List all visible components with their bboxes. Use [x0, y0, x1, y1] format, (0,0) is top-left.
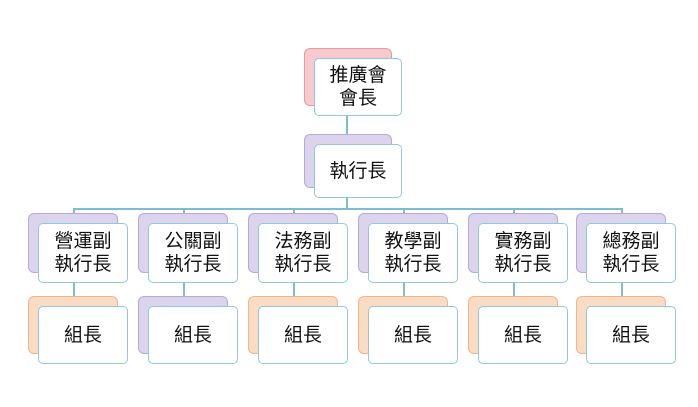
connector-bus [73, 208, 623, 210]
group-leader-box-4: 組長 [478, 306, 568, 364]
vice-executive-node-5: 總務副 執行長 [576, 213, 677, 283]
vice-executive-node-4: 實務副 執行長 [468, 213, 569, 283]
group-leader-node-5: 組長 [576, 296, 677, 364]
vice-executive-label-2: 法務副 執行長 [274, 230, 332, 275]
group-leader-box-3: 組長 [368, 306, 458, 364]
vice-executive-label-3: 教學副 執行長 [384, 230, 442, 275]
group-leader-box-1: 組長 [148, 306, 238, 364]
connector-vp-leader-1 [183, 280, 185, 308]
vice-executive-node-2: 法務副 執行長 [248, 213, 349, 283]
vice-executive-label-5: 總務副 執行長 [602, 230, 660, 275]
connector-vp-leader-5 [621, 280, 623, 308]
root-node-box: 推廣會 會長 [314, 58, 402, 116]
group-leader-node-2: 組長 [248, 296, 349, 364]
executive-node-label: 執行長 [329, 159, 387, 182]
group-leader-box-0: 組長 [38, 306, 128, 364]
vice-executive-label-0: 營運副 執行長 [54, 230, 112, 275]
vice-executive-node-3: 教學副 執行長 [358, 213, 459, 283]
connector-vp-leader-0 [73, 280, 75, 308]
connector-vp-leader-2 [293, 280, 295, 308]
vice-executive-label-1: 公關副 執行長 [164, 230, 222, 275]
vice-executive-box-4: 實務副 執行長 [478, 223, 568, 283]
group-leader-box-5: 組長 [586, 306, 676, 364]
group-leader-label-3: 組長 [393, 323, 432, 346]
vice-executive-label-4: 實務副 執行長 [494, 230, 552, 275]
connector-exec-bus [346, 196, 348, 210]
group-leader-label-5: 組長 [611, 323, 650, 346]
root-node-label: 推廣會 會長 [329, 64, 387, 109]
vice-executive-node-0: 營運副 執行長 [28, 213, 129, 283]
group-leader-label-2: 組長 [283, 323, 322, 346]
vice-executive-node-1: 公關副 執行長 [138, 213, 239, 283]
group-leader-node-1: 組長 [138, 296, 239, 364]
group-leader-label-4: 組長 [503, 323, 542, 346]
group-leader-node-4: 組長 [468, 296, 569, 364]
vice-executive-box-0: 營運副 執行長 [38, 223, 128, 283]
group-leader-node-3: 組長 [358, 296, 459, 364]
executive-node-box: 執行長 [314, 144, 402, 198]
connector-vp-leader-4 [513, 280, 515, 308]
vice-executive-box-5: 總務副 執行長 [586, 223, 676, 283]
group-leader-label-1: 組長 [173, 323, 212, 346]
executive-node: 執行長 [304, 134, 404, 198]
group-leader-box-2: 組長 [258, 306, 348, 364]
connector-root-exec [346, 115, 348, 135]
vice-executive-box-3: 教學副 執行長 [368, 223, 458, 283]
root-node: 推廣會 會長 [304, 48, 404, 116]
connector-vp-leader-3 [403, 280, 405, 308]
group-leader-label-0: 組長 [63, 323, 102, 346]
vice-executive-box-2: 法務副 執行長 [258, 223, 348, 283]
group-leader-node-0: 組長 [28, 296, 129, 364]
vice-executive-box-1: 公關副 執行長 [148, 223, 238, 283]
